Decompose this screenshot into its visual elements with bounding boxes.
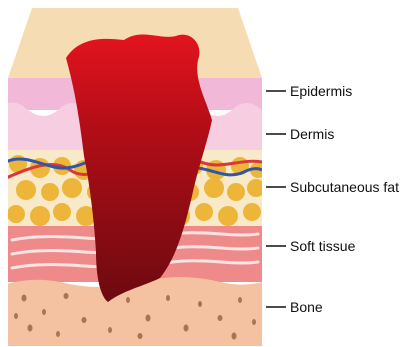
callout-subcutaneous-fat: Subcutaneous fat bbox=[266, 179, 399, 195]
callout-soft-tissue: Soft tissue bbox=[266, 238, 356, 254]
callout-epidermis: Epidermis bbox=[266, 83, 352, 99]
soft-tissue-label: Soft tissue bbox=[290, 238, 356, 254]
bone-label: Bone bbox=[290, 299, 323, 315]
callout-bone: Bone bbox=[266, 299, 323, 315]
epidermis-label: Epidermis bbox=[290, 83, 352, 99]
subcutaneous-fat-label: Subcutaneous fat bbox=[290, 179, 399, 195]
skin-cross-section bbox=[0, 0, 270, 347]
callout-dermis: Dermis bbox=[266, 126, 334, 142]
dermis-label: Dermis bbox=[290, 126, 334, 142]
